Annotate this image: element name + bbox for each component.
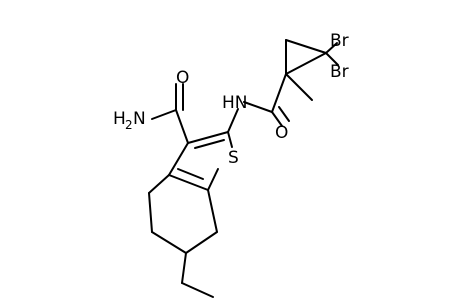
amino-n-label: N bbox=[133, 109, 146, 129]
amino-h-label: H bbox=[113, 109, 126, 129]
bond-ethyl-ch3 bbox=[181, 282, 214, 298]
bond-c3a-c4 bbox=[148, 174, 170, 194]
oxygen-left-label: O bbox=[176, 68, 189, 88]
bond-c5-c6 bbox=[151, 231, 187, 254]
bond-nh-carbonyl bbox=[243, 101, 273, 113]
bond-amide-n bbox=[151, 109, 177, 120]
oxygen-right-label: O bbox=[275, 123, 288, 143]
bromine-bottom-label: Br bbox=[330, 62, 349, 82]
bond-amide-c3 bbox=[175, 109, 189, 144]
bond-group bbox=[148, 39, 339, 298]
bond-c6-ethyl bbox=[181, 252, 187, 284]
bond-c2-s bbox=[227, 131, 233, 148]
sulfur-label: S bbox=[228, 148, 239, 168]
amide-nitrogen-label: HN bbox=[222, 93, 248, 113]
bond-carbonyl-cp bbox=[271, 73, 287, 113]
bond-s-c7a bbox=[207, 168, 219, 191]
bond-br-bottom bbox=[325, 52, 339, 66]
bond-c7-c7a bbox=[207, 189, 218, 233]
bond-carbonyl-right-2 bbox=[278, 106, 290, 122]
bond-c3-c2 bbox=[187, 131, 229, 144]
bond-c3-c3a bbox=[168, 142, 189, 176]
amino-subscript: 2 bbox=[125, 118, 133, 132]
bromine-top-label: Br bbox=[330, 31, 349, 51]
bond-cp-c1-c2 bbox=[285, 52, 327, 75]
bond-c4-c5 bbox=[148, 192, 153, 233]
bond-c3a-c7a-inner bbox=[177, 168, 204, 180]
bond-c2-c3-inner bbox=[194, 139, 225, 149]
bond-br-top bbox=[325, 42, 338, 54]
bond-c6-c7 bbox=[185, 231, 218, 254]
bond-cp-c2-c3 bbox=[285, 39, 327, 54]
bond-c2-nh bbox=[227, 108, 239, 133]
bond-cp-methyl bbox=[285, 73, 313, 101]
bond-carbonyl-right-1 bbox=[271, 111, 283, 127]
bond-c3a-c7a bbox=[168, 174, 209, 191]
